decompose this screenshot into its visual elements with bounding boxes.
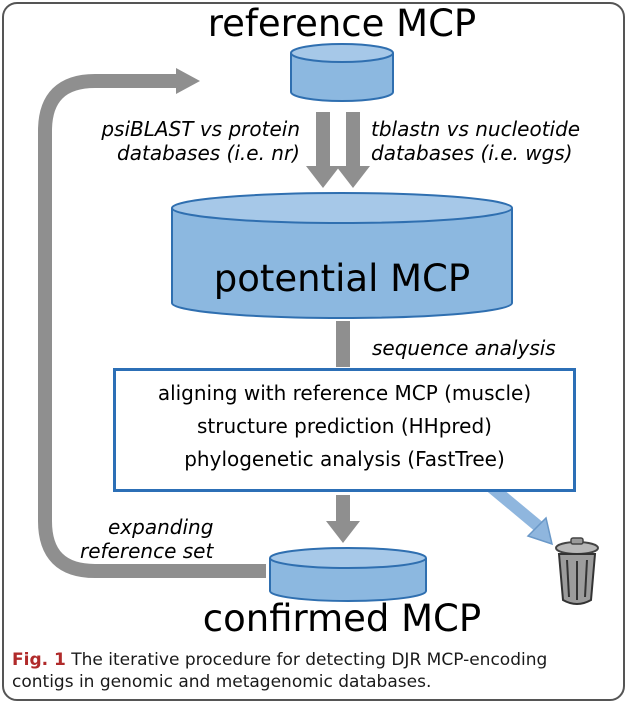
tblastn-search-arrow: [336, 112, 370, 188]
to-confirmed-arrow: [326, 495, 360, 543]
psiblast-search-label-line1: psiBLAST vs protein: [101, 117, 300, 141]
trash-can-icon: [555, 537, 599, 605]
analysis-steps-box: aligning with reference MCP (muscle) str…: [113, 368, 576, 492]
psiblast-search-arrow: [306, 112, 340, 188]
sequence-analysis-label: sequence analysis: [372, 336, 556, 360]
feedback-loop-arrow: [38, 74, 266, 578]
potential-mcp-cylinder: [171, 192, 513, 319]
confirmed-mcp-label: confirmed MCP: [202, 597, 482, 640]
discard-arrow: [486, 481, 554, 546]
psiblast-search-label-line2: databases (i.e. nr): [117, 141, 300, 165]
caption-text: The iterative procedure for detecting DJ…: [12, 650, 548, 692]
analysis-step-structure: structure prediction (HHpred): [197, 414, 492, 438]
tblastn-search-label-line1: tblastn vs nucleotide: [371, 117, 581, 141]
feedback-arrowhead: [176, 68, 200, 94]
expanding-label-line2: reference set: [80, 539, 214, 563]
potential-mcp-label: potential MCP: [213, 257, 471, 300]
analysis-step-alignment: aligning with reference MCP (muscle): [157, 381, 532, 405]
figure-label: Fig. 1: [12, 650, 66, 670]
analysis-step-phylogeny: phylogenetic analysis (FastTree): [184, 447, 505, 471]
to-analysis-arrow: [336, 321, 350, 367]
figure-caption: Fig. 1 The iterative procedure for detec…: [12, 649, 612, 693]
confirmed-mcp-cylinder: [269, 547, 427, 602]
expanding-label-line1: expanding: [108, 515, 214, 539]
reference-mcp-label: reference MCP: [207, 2, 477, 45]
reference-database-cylinder: [290, 43, 394, 102]
tblastn-search-label-line2: databases (i.e. wgs): [371, 141, 573, 165]
